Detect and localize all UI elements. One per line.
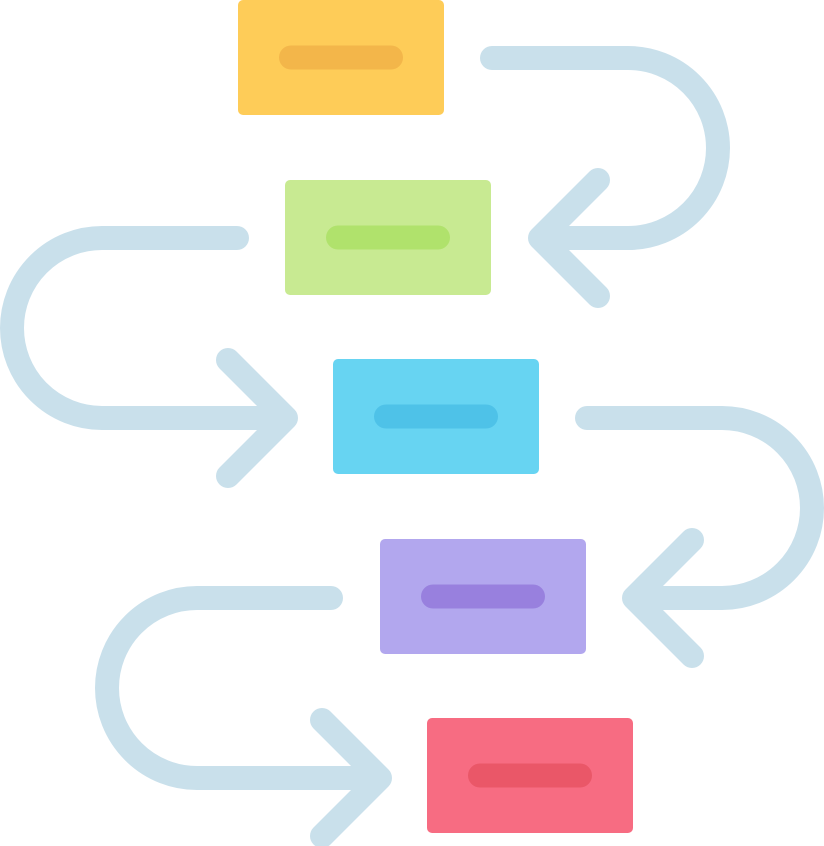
process-step xyxy=(427,718,633,833)
process-step xyxy=(380,539,586,654)
step-text-bar xyxy=(326,225,450,250)
step-layer xyxy=(238,0,633,833)
process-step xyxy=(285,180,491,295)
process-step xyxy=(238,0,444,115)
step-text-bar xyxy=(279,45,403,70)
step-text-bar xyxy=(468,763,592,788)
connector-arrow xyxy=(480,46,730,308)
step-text-bar xyxy=(421,584,545,609)
connector-arrow xyxy=(95,586,392,846)
connector-arrow xyxy=(0,226,298,488)
process-step xyxy=(333,359,539,474)
step-text-bar xyxy=(374,404,498,429)
connector-arrow xyxy=(575,406,824,668)
connector-layer xyxy=(0,46,824,846)
